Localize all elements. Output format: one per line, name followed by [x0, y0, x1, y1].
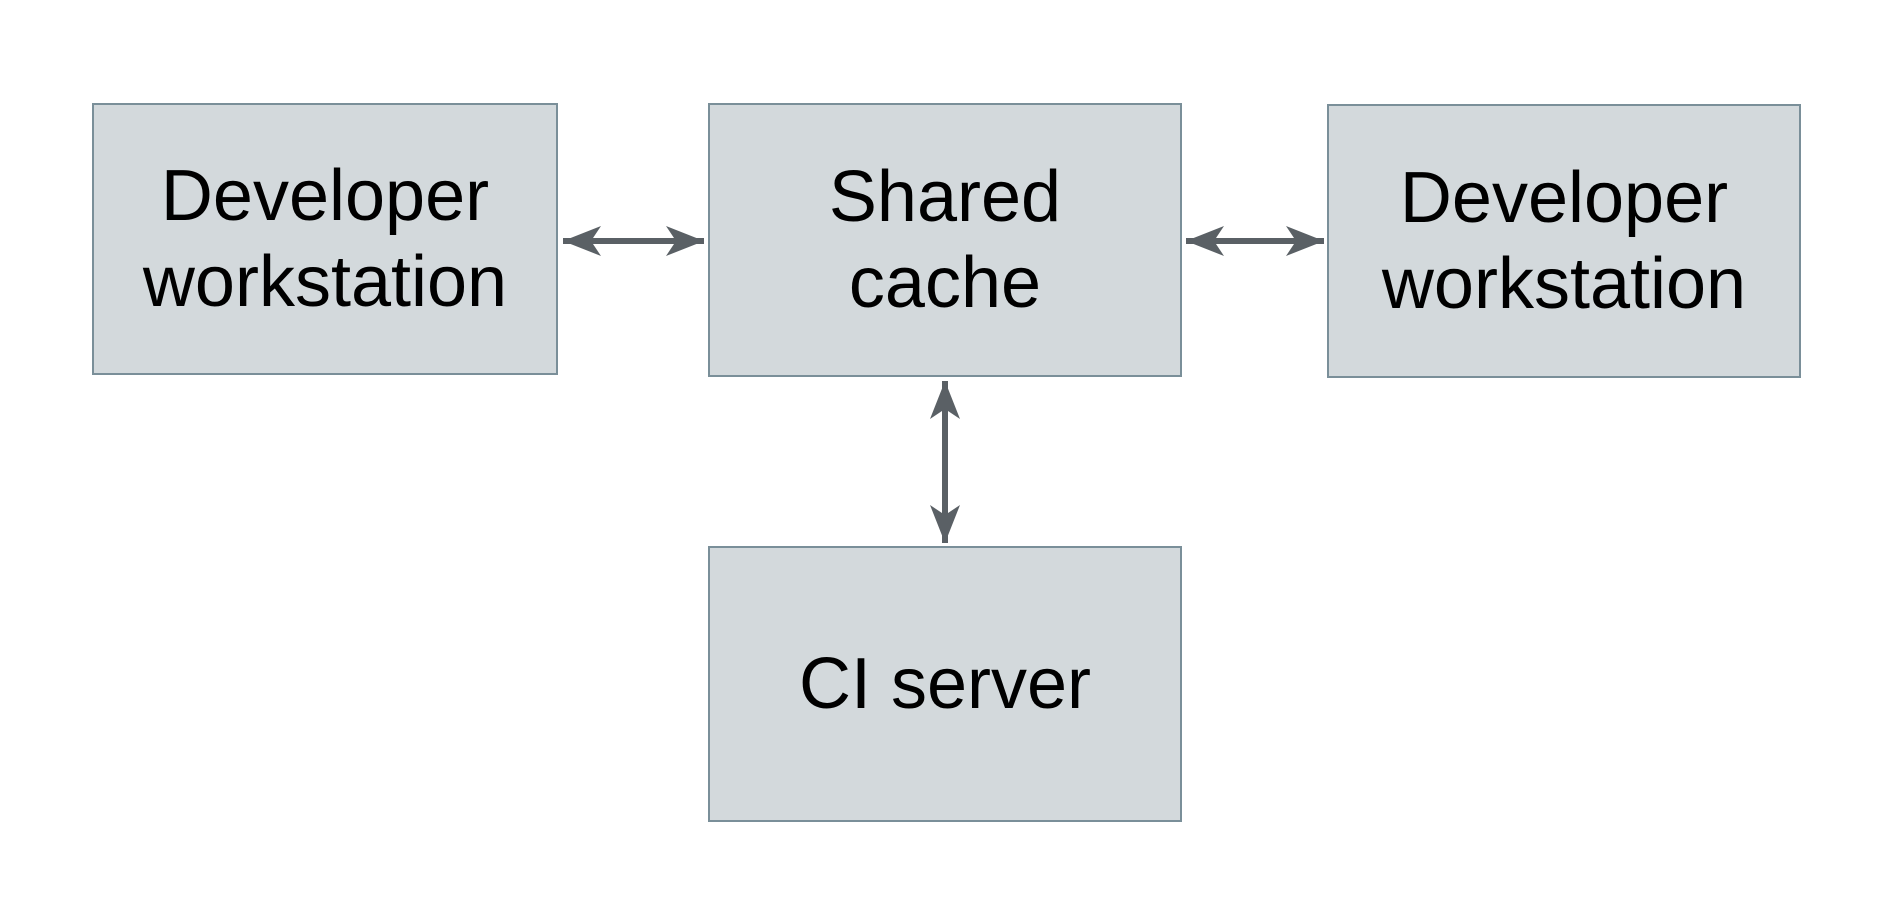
node-label-line: workstation [1381, 244, 1747, 324]
node-label-line: cache [848, 243, 1042, 323]
node-label-line: Shared [828, 157, 1062, 237]
node-label-line: Developer [160, 156, 490, 236]
node-label-line: Developer [1399, 158, 1729, 238]
node-shared-cache: Shared cache [708, 103, 1182, 377]
node-label-line: workstation [142, 242, 508, 322]
node-developer-workstation-left: Developer workstation [92, 103, 558, 375]
node-developer-workstation-right: Developer workstation [1327, 104, 1801, 378]
node-ci-server: CI server [708, 546, 1182, 822]
node-label-line: CI server [798, 644, 1092, 724]
